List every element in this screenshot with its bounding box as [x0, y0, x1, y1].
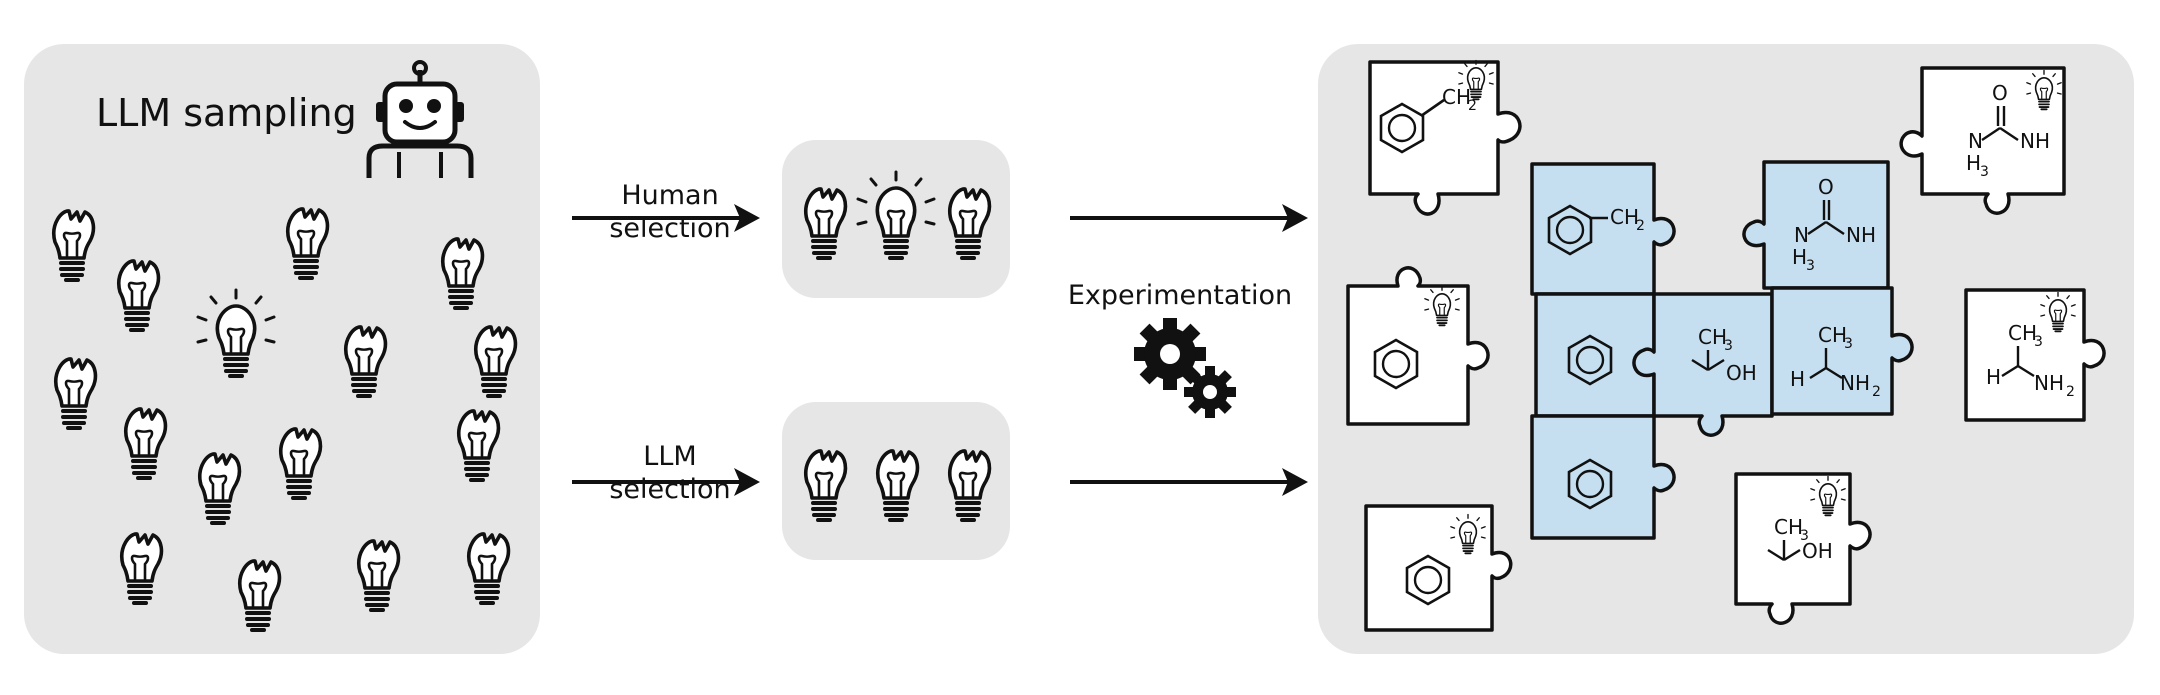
- chem-sub3: 3: [1800, 528, 1809, 544]
- broken-bulb-icon: [278, 426, 323, 500]
- broken-bulb-icon: [285, 206, 330, 280]
- puzzle-piece-urea-white: O NH N H 3: [1899, 66, 2066, 215]
- broken-bulb-icon: [803, 186, 848, 260]
- human-selection-arrow: [572, 204, 760, 232]
- broken-bulb-icon: [343, 324, 388, 398]
- chem-nh2: NH: [2034, 371, 2064, 395]
- chem-ch3: CH: [1698, 325, 1727, 349]
- chem-ch2: CH: [1610, 205, 1639, 229]
- puzzle-piece-alcohol-blue: CH 3 OH: [1632, 292, 1774, 437]
- broken-bulb-icon: [237, 558, 282, 632]
- broken-bulb-icon: [466, 531, 511, 605]
- idea-bulbs: [51, 206, 518, 632]
- chem-oh: OH: [1726, 361, 1757, 385]
- broken-bulb-icon: [947, 186, 992, 260]
- chem-sub3: 3: [1806, 258, 1815, 274]
- to-experiment-arrow-top: [1070, 204, 1308, 232]
- chem-sub3: 3: [1844, 336, 1853, 352]
- human-selection-line1: Human: [621, 180, 719, 211]
- chem-nh: NH: [2020, 129, 2050, 153]
- llm-selected-bulbs: [803, 448, 992, 522]
- lit-bulb-icon: [856, 170, 936, 260]
- chem-nh: NH: [1846, 223, 1876, 247]
- chem-ch3: CH: [1774, 515, 1803, 539]
- chem-h: H: [1986, 365, 2001, 389]
- puzzle-piece-amine-white: CH 3 H NH 2: [1964, 288, 2106, 422]
- chem-sub2: 2: [1636, 218, 1645, 234]
- broken-bulb-icon: [440, 236, 485, 310]
- broken-bulb-icon: [456, 408, 501, 482]
- llm-selection-arrow: [572, 468, 760, 496]
- broken-bulb-icon: [803, 448, 848, 522]
- chem-o: O: [1992, 81, 2008, 105]
- chem-sub3: 3: [1980, 164, 1989, 180]
- human-selected-bulbs: [803, 170, 992, 260]
- puzzle-piece-benzyl: CH 2: [1368, 60, 1522, 216]
- broken-bulb-icon: [875, 448, 920, 522]
- broken-bulb-icon: [947, 448, 992, 522]
- chem-nh2: NH: [1840, 371, 1870, 395]
- chem-oh: OH: [1802, 539, 1833, 563]
- chem-sub2: 2: [1468, 98, 1477, 114]
- llm-selection-label: LLM selection: [590, 441, 750, 507]
- chem-ch3: CH: [1818, 323, 1847, 347]
- chem-n: N: [1968, 129, 1983, 153]
- experimentation-label: Experimentation: [1067, 280, 1293, 311]
- chem-h: H: [1966, 151, 1981, 175]
- chem-h: H: [1790, 367, 1805, 391]
- broken-bulb-icon: [123, 406, 168, 480]
- chem-h: H: [1792, 245, 1807, 269]
- chem-ch2: CH: [1442, 85, 1471, 109]
- chem-sub2: 2: [1872, 384, 1881, 400]
- llm-selection-line2: selection: [609, 473, 731, 505]
- puzzle-piece-benzene-2: [1364, 504, 1513, 632]
- lit-bulb-icon: [196, 288, 276, 378]
- puzzle-piece-benzene-blue-2: [1530, 414, 1676, 540]
- puzzle-piece-alcohol-white: CH 3 OH: [1734, 472, 1872, 625]
- chem-sub3: 3: [1724, 338, 1733, 354]
- broken-bulb-icon: [356, 538, 401, 612]
- puzzle-piece-benzene-1: [1346, 266, 1490, 426]
- puzzle-assembly: CH 2 O NH N H 3 CH 3 H NH 2: [1346, 60, 2106, 632]
- chem-n: N: [1794, 223, 1809, 247]
- chem-sub3: 3: [2034, 334, 2043, 350]
- chem-o: O: [1818, 175, 1834, 199]
- broken-bulb-icon: [197, 451, 242, 525]
- puzzle-piece-urea-blue: O NH N H 3: [1742, 160, 1890, 290]
- puzzle-piece-amine-blue: CH 3 H NH 2: [1770, 286, 1914, 416]
- robot-icon: [366, 60, 474, 178]
- llm-sampling-title: LLM sampling: [96, 91, 357, 135]
- chem-ch3: CH: [2008, 321, 2037, 345]
- llm-selection-line1: LLM: [643, 441, 697, 472]
- broken-bulb-icon: [53, 356, 98, 430]
- broken-bulb-icon: [119, 531, 164, 605]
- broken-bulb-icon: [51, 208, 96, 282]
- broken-bulb-icon: [116, 258, 161, 332]
- broken-bulb-icon: [473, 324, 518, 398]
- puzzle-piece-benzyl-blue: CH 2: [1530, 162, 1676, 296]
- to-experiment-arrow-bottom: [1070, 468, 1308, 496]
- chem-sub2: 2: [2066, 384, 2075, 400]
- gears-icon: [1134, 318, 1236, 418]
